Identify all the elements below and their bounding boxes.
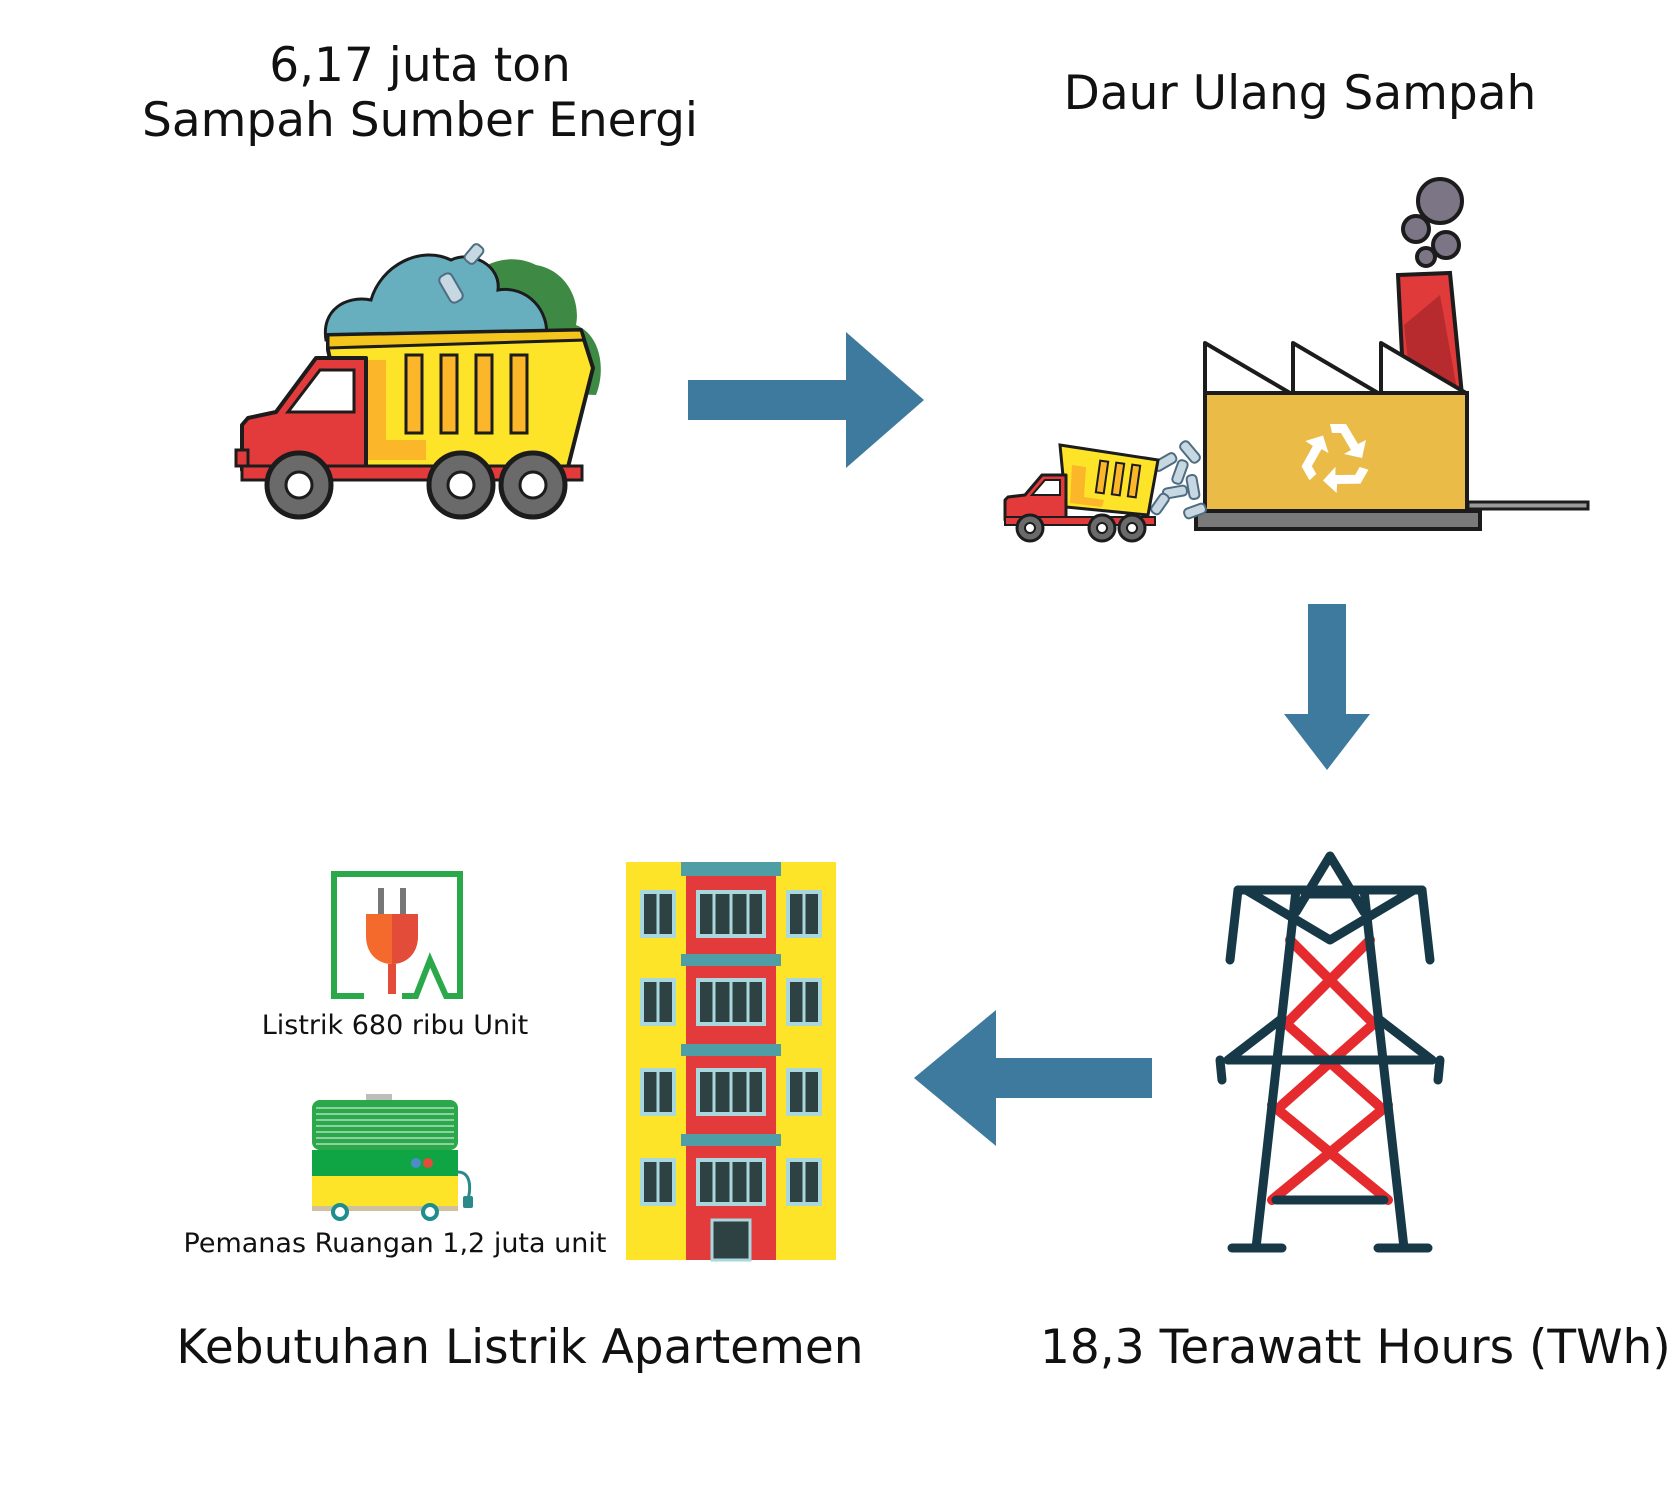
arrow-left-icon — [914, 1010, 1152, 1146]
garbage-truck-icon — [234, 243, 601, 520]
garbage-pile-blue — [323, 253, 549, 342]
building-door — [710, 1218, 752, 1262]
recycle-icon — [1301, 424, 1369, 493]
plug-frame — [331, 871, 463, 999]
truck-wheel — [264, 450, 334, 520]
factory-rail — [1466, 500, 1590, 511]
arrow-right-shape — [688, 332, 924, 468]
factory-roof — [1203, 341, 1468, 395]
smoke-icon — [1401, 177, 1464, 268]
truck-wheel — [426, 450, 496, 520]
tower-frame — [1215, 851, 1445, 1253]
bottle-icon — [438, 243, 485, 304]
demand-label: Kebutuhan Listrik Apartemen — [176, 1320, 864, 1375]
arrow-down-icon — [1284, 604, 1370, 770]
truck-window — [284, 368, 356, 414]
recycling-factory-icon — [1003, 177, 1590, 543]
heater-grill-lines — [316, 1107, 454, 1145]
arrow-left-shape — [914, 1010, 1152, 1146]
waste-amount-line2: Sampah Sumber Energi — [142, 93, 698, 149]
electricity-units-label: Listrik 680 ribu Unit — [261, 1010, 529, 1041]
window-mullions — [656, 892, 806, 1204]
room-heater-icon — [312, 1094, 473, 1221]
heater-base — [312, 1176, 458, 1206]
bottles-pile — [1150, 440, 1207, 520]
factory-building — [1203, 391, 1469, 515]
small-truck-icon — [1003, 443, 1160, 543]
transmission-tower-icon — [1215, 851, 1445, 1253]
truck-wheel — [498, 450, 568, 520]
energy-label: 18,3 Terawatt Hours (TWh) — [1040, 1320, 1671, 1375]
recycle-label: Daur Ulang Sampah — [1063, 66, 1537, 121]
heater-units-label: Pemanas Ruangan 1,2 juta unit — [183, 1228, 607, 1259]
arrow-right-icon — [688, 332, 924, 468]
apartment-building-icon — [626, 862, 836, 1262]
power-plug-icon — [331, 871, 463, 999]
factory-base — [1194, 509, 1482, 531]
dumper-ribs — [404, 353, 529, 435]
waste-amount-line1: 6,17 juta ton — [269, 38, 571, 93]
waste-amount-label: 6,17 juta ton Sampah Sumber Energi — [120, 38, 720, 149]
arrow-down-shape — [1284, 604, 1370, 770]
